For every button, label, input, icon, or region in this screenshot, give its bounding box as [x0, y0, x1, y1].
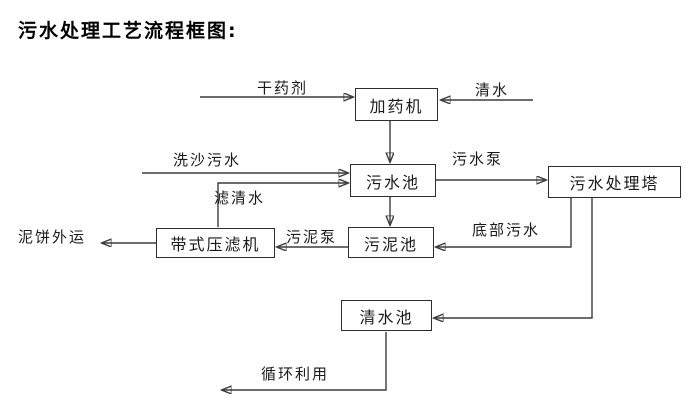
node-belt-filter-press: 带式压滤机: [156, 228, 275, 258]
edge-filtered-water-to-sewage-pool: [217, 183, 348, 227]
flow-label-clear-water: 清水: [475, 81, 510, 99]
edge-treatment-tower-to-clear-water-pool: [434, 198, 593, 318]
node-sludge-pool: 污泥池: [348, 227, 434, 258]
edge-bottom-sewage-to-sludge-pool: [436, 198, 572, 247]
flow-label-dry-agent: 干药剂: [257, 79, 309, 97]
node-treatment-tower: 污水处理塔: [548, 166, 681, 198]
node-sewage-pool: 污水池: [350, 164, 436, 197]
flow-label-bottom-sewage: 底部污水: [472, 221, 541, 239]
flow-label-filtered-water: 滤清水: [214, 189, 266, 207]
flow-label-mud-cake-out: 泥饼外运: [18, 228, 87, 246]
page-title: 污水处理工艺流程框图:: [18, 20, 238, 42]
node-dosing-machine: 加药机: [355, 88, 438, 121]
flow-label-sewage-pump: 污水泵: [452, 150, 504, 168]
flow-label-sludge-pump: 污泥泵: [286, 228, 338, 246]
node-clear-water-pool: 清水池: [341, 300, 432, 331]
edge-clear-water-pool-to-recycle: [222, 332, 387, 390]
flow-label-sand-washing-sewage: 洗沙污水: [173, 151, 242, 169]
flow-label-recycle-use: 循环利用: [261, 365, 330, 383]
